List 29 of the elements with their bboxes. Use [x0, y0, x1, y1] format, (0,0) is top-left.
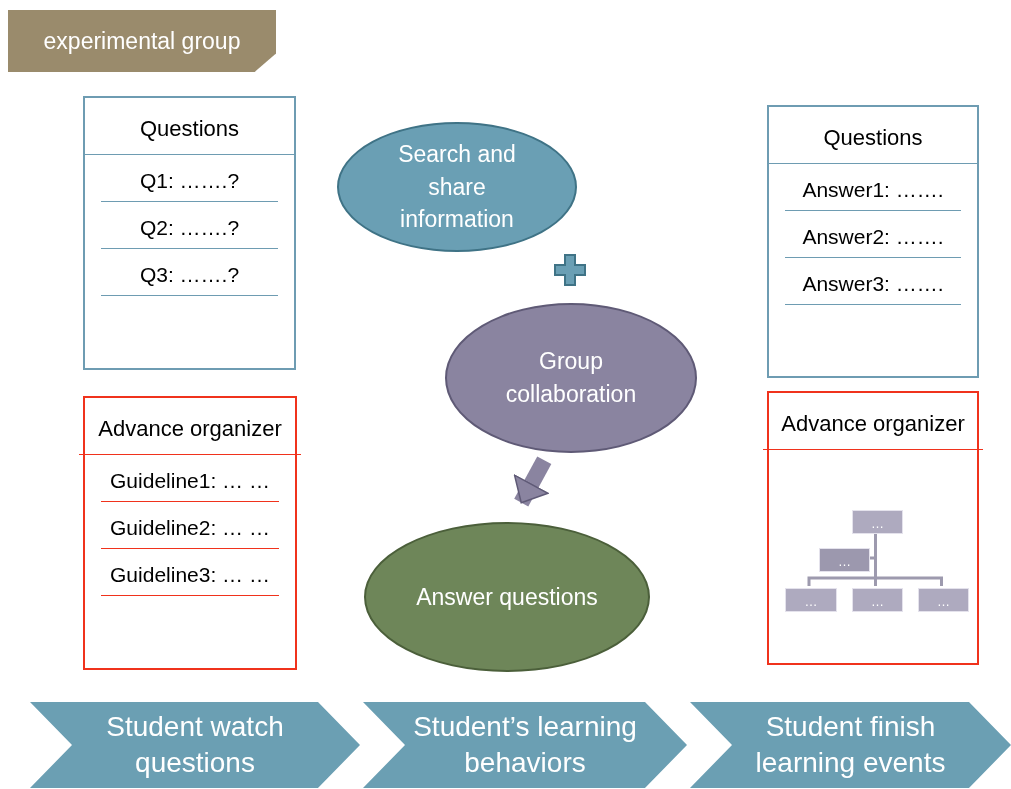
panel-heading: Advance organizer — [763, 393, 983, 450]
list-item: Guideline1: … … — [101, 469, 279, 502]
block-arrow — [513, 456, 552, 507]
chevron-step — [690, 702, 1011, 788]
step-text: Student’s learning behaviors — [412, 709, 638, 780]
list-item: Guideline2: … … — [101, 516, 279, 549]
org-chart-box: … — [819, 548, 870, 572]
list-item: Q2: …….? — [101, 216, 278, 249]
list-item: Answer2: ……. — [785, 225, 961, 258]
step-text: Student finish learning events — [754, 709, 947, 780]
ellipse-text: Group collaboration — [504, 347, 638, 409]
org-chart-box: … — [852, 510, 903, 534]
list-item: Answer3: ……. — [785, 272, 961, 305]
panel-heading: Questions — [769, 107, 977, 164]
panel-heading: Advance organizer — [79, 398, 301, 455]
list-item: Guideline3: … … — [101, 563, 279, 596]
ellipse-text: Answer questions — [416, 582, 598, 612]
org-chart-box: … — [785, 588, 837, 612]
tag-label: experimental group — [8, 10, 276, 72]
org-chart-box: … — [918, 588, 969, 612]
list-item: Q3: …….? — [101, 263, 278, 296]
questions-panel — [767, 105, 979, 378]
step-text: Student watch questions — [105, 709, 285, 780]
questions-panel — [83, 96, 296, 370]
list-item: Answer1: ……. — [785, 178, 961, 211]
org-chart-box: … — [852, 588, 903, 612]
ellipse-text: Search and share information — [398, 140, 516, 235]
panel-heading: Questions — [85, 98, 294, 155]
list-item: Q1: …….? — [101, 169, 278, 202]
